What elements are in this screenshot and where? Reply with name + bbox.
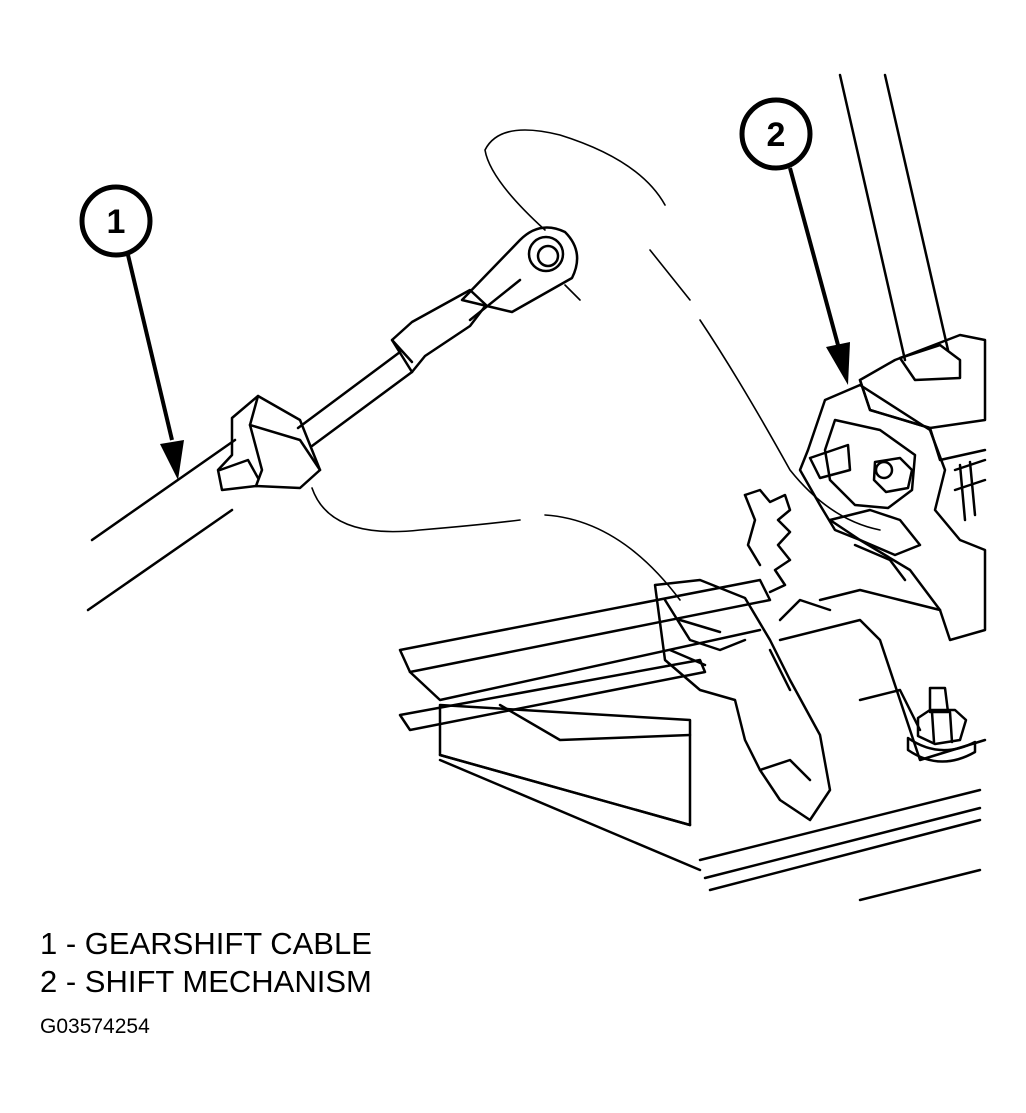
- gearshift-cable: [86, 226, 579, 612]
- callout-1-number: 1: [107, 203, 126, 241]
- shift-mechanism: [743, 73, 987, 762]
- mounting-nut: [906, 686, 977, 763]
- console-bracket: [398, 578, 982, 902]
- legend-item-shift-mechanism: 2 - SHIFT MECHANISM: [40, 964, 372, 999]
- callout-1: 1: [79, 184, 184, 480]
- legend: 1 - GEARSHIFT CABLE 2 - SHIFT MECHANISM: [40, 925, 372, 1001]
- routing-lines: [311, 129, 881, 601]
- legend-item-gearshift-cable: 1 - GEARSHIFT CABLE: [40, 926, 372, 961]
- cable-mount-bracket: [653, 578, 832, 822]
- figure-id: G03574254: [40, 1015, 150, 1038]
- callout-2: 2: [739, 97, 850, 385]
- callout-2-number: 2: [767, 116, 786, 154]
